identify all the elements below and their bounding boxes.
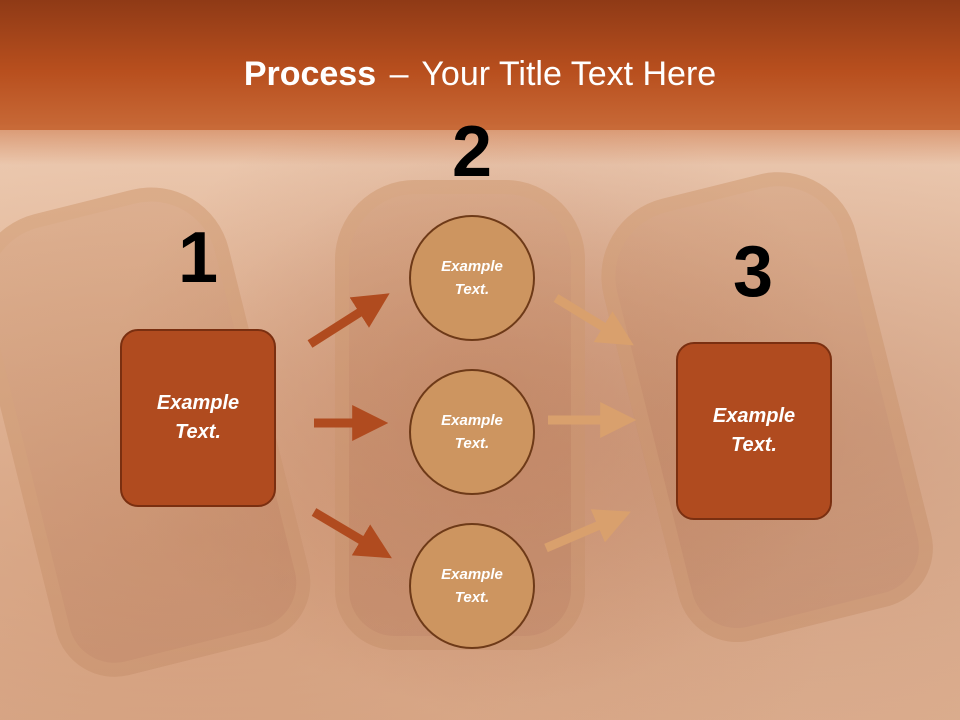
arrow-top-to-3 [553,294,634,346]
arrow-1-to-bottom [311,508,392,559]
circle-top-text: Example Text. [441,258,503,298]
slide-title: Process – Your Title Text Here [0,52,960,96]
circle-middle-text: Example Text. [441,412,503,452]
arrow-bottom-to-3 [544,509,631,553]
circle-bottom-text: Example Text. [441,566,503,606]
step-3-text: Example Text. [712,405,796,456]
step-2-circle-middle: Example Text. [409,369,535,495]
title-bar [0,0,960,130]
step-number-2: 2 [451,112,493,192]
step-1-box: Example Text. [120,329,276,507]
arrow-1-to-top [307,293,390,348]
step-1-text: Example Text. [156,392,240,443]
step-number-3: 3 [732,232,774,312]
step-2-circle-bottom: Example Text. [409,523,535,649]
title-separator: – [389,55,409,93]
step-2-circle-top: Example Text. [409,215,535,341]
step-3-box: Example Text. [676,342,832,520]
title-bold: Process [243,55,377,93]
title-rest: Your Title Text Here [421,55,717,93]
title-bar-fade [0,125,960,165]
step-number-1: 1 [177,218,219,298]
